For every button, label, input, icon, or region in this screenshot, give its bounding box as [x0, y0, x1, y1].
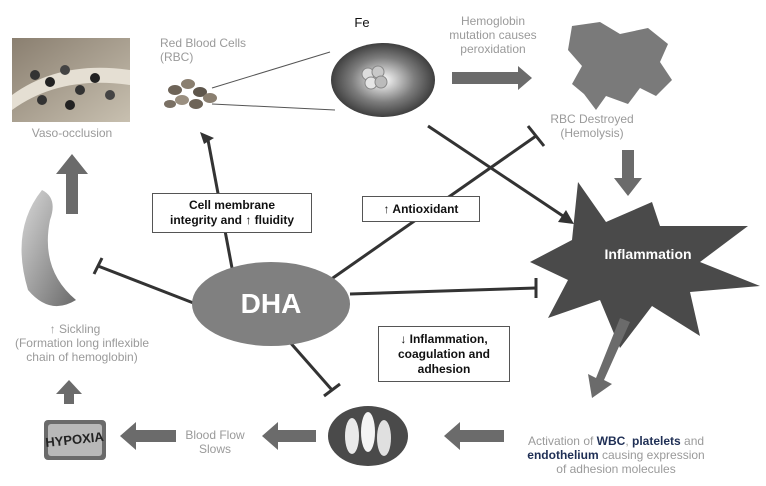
inflammation-label: Inflammation [604, 246, 692, 262]
vaso-occlusion-label: Vaso-occlusion [31, 126, 113, 140]
arrow-sickle-to-vaso [56, 154, 88, 214]
wbc-text: WBC [596, 434, 626, 448]
endothelium-text: endothelium [527, 448, 599, 462]
inhibit-dha-to-inflammation [349, 286, 537, 296]
blood-flow-label: Blood Flow Slows [185, 428, 245, 456]
activation-label: Activation of WBC, platelets and endothel… [504, 420, 728, 476]
rbc-fe-image [331, 43, 435, 117]
arrow-hypoxia-to-sickling [56, 380, 82, 404]
sickling-title: ↑ Sickling [49, 322, 101, 336]
arrow-hemolysis-to-inflammation [614, 150, 642, 196]
hemoglobin-label: Hemoglobin mutation causes peroxidation [449, 14, 537, 56]
arrowhead-rbc [200, 132, 214, 144]
rbc-label: Red Blood Cells (RBC) [160, 36, 247, 64]
platelets-text: platelets [632, 434, 681, 448]
dha-node: DHA [192, 262, 350, 346]
arrow-leukocyte-to-bloodflow [262, 422, 316, 450]
arrowhead-inflammation [558, 210, 574, 224]
cell-membrane-box: Cell membrane integrity and ↑ fluidity [152, 193, 312, 233]
vaso-occlusion-image [12, 38, 130, 122]
arrow-bloodflow-to-hypoxia [120, 422, 176, 450]
line-rbc-to-inflammation [427, 124, 567, 220]
zoom-line-bottom [211, 103, 336, 111]
rbc-cluster-image [164, 79, 217, 109]
fe-label: Fe [354, 15, 370, 30]
leukocyte-image [328, 406, 408, 466]
sickle-cell-image [21, 190, 76, 307]
rbc-destroyed-label: RBC Destroyed (Hemolysis) [550, 112, 634, 140]
arrow-activation-to-leukocyte [444, 422, 504, 450]
activation-and-text: and [680, 434, 705, 448]
inhibit-dha-to-sickle [97, 264, 197, 306]
hemolysis-image [568, 22, 672, 110]
zoom-line-top [211, 51, 331, 89]
inhibit-dha-to-leukocyte [286, 339, 334, 391]
activation-post-text: causing expression of adhesion molecules [556, 448, 705, 476]
activation-comma-text: , [625, 434, 632, 448]
hypoxia-image [44, 420, 106, 460]
inhibit-bar-hemolysis [526, 125, 546, 147]
inflammation-reduction-box: ↓ Inflammation, coagulation and adhesion [378, 326, 510, 382]
inflammation-burst [530, 182, 760, 348]
inhibit-bar-leukocyte [323, 382, 341, 398]
flow-arrows [56, 66, 642, 450]
arrow-inflammation-to-activation [588, 318, 630, 398]
inhibit-bar-sickle [92, 257, 104, 275]
arrow-rbc-to-hemoglobin [452, 66, 532, 90]
antioxidant-box: ↑ Antioxidant [362, 196, 480, 222]
sickling-description: (Formation long inflexible chain of hemo… [14, 336, 150, 364]
hypoxia-label: HYPOXIA [45, 429, 105, 450]
activation-pre-text: Activation of [527, 434, 597, 448]
